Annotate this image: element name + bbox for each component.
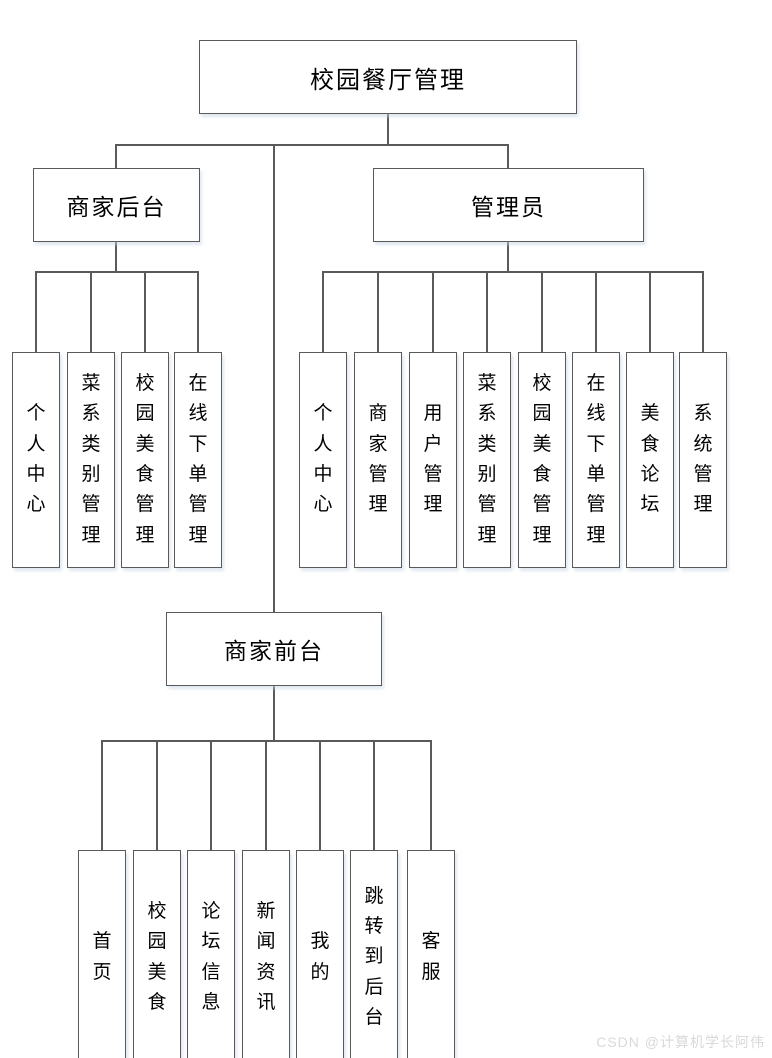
leaf-system-management: 系统管理 — [679, 352, 727, 568]
connector-admin-stub — [377, 271, 379, 352]
connector-frontend-stub — [156, 740, 158, 850]
connector-admin-stub — [649, 271, 651, 352]
node-label: 校园美食 — [147, 900, 167, 1013]
node-label: 系统管理 — [693, 403, 713, 516]
leaf-mine: 我的 — [296, 850, 344, 1058]
connector-backend-down — [115, 241, 117, 272]
leaf-online-order-management: 在线下单管理 — [572, 352, 620, 568]
leaf-campus-food-management: 校园美食管理 — [121, 352, 169, 568]
node-campus-restaurant-management: 校园餐厅管理 — [199, 40, 577, 114]
connector-admin-stub — [322, 271, 324, 352]
connector-backend-stub — [144, 271, 146, 352]
connector-root-down — [387, 114, 389, 145]
connector-admin-stub — [432, 271, 434, 352]
connector-backend-stub — [90, 271, 92, 352]
leaf-campus-food-management: 校园美食管理 — [518, 352, 566, 568]
connector-admin-horizontal — [322, 271, 703, 273]
connector-frontend-stub — [373, 740, 375, 850]
node-label: 校园美食管理 — [135, 372, 155, 546]
leaf-customer-service: 客服 — [407, 850, 455, 1058]
node-label: 商家管理 — [368, 403, 388, 516]
connector-frontend-down — [273, 685, 275, 741]
leaf-food-forum: 美食论坛 — [626, 352, 674, 568]
connector-frontend-stub — [265, 740, 267, 850]
connector-frontend-stub — [101, 740, 103, 850]
leaf-cuisine-category-management: 菜系类别管理 — [463, 352, 511, 568]
connector-admin-stub — [595, 271, 597, 352]
node-label: 在线下单管理 — [188, 372, 208, 546]
connector-admin-stub — [702, 271, 704, 352]
connector-frontend-stub — [430, 740, 432, 850]
connector-admin-down — [507, 241, 509, 272]
connector-admin-stub — [486, 271, 488, 352]
node-label: 商家后台 — [66, 194, 167, 220]
node-merchant-backend: 商家后台 — [33, 168, 200, 242]
leaf-news-info: 新闻资讯 — [242, 850, 290, 1058]
node-label: 管理员 — [471, 194, 546, 220]
node-label: 校园餐厅管理 — [310, 66, 466, 94]
connector-backend-stub — [197, 271, 199, 352]
leaf-forum-info: 论坛信息 — [187, 850, 235, 1058]
node-label: 校园美食管理 — [532, 372, 552, 546]
connector-admin-stub — [541, 271, 543, 352]
node-label: 菜系类别管理 — [81, 372, 101, 546]
node-admin: 管理员 — [373, 168, 644, 242]
node-label: 论坛信息 — [201, 900, 221, 1013]
node-label: 在线下单管理 — [586, 372, 606, 546]
node-label: 新闻资讯 — [256, 900, 276, 1013]
node-label: 商家前台 — [224, 638, 324, 664]
connector-backend-horizontal — [35, 271, 198, 273]
leaf-campus-food: 校园美食 — [133, 850, 181, 1058]
leaf-merchant-management: 商家管理 — [354, 352, 402, 568]
leaf-online-order-management: 在线下单管理 — [174, 352, 222, 568]
leaf-personal-center: 个人中心 — [12, 352, 60, 568]
connector-frontend-stub — [319, 740, 321, 850]
connector-to-admin — [507, 144, 509, 169]
leaf-jump-to-backend: 跳转到后台 — [350, 850, 398, 1058]
node-label: 跳转到后台 — [364, 885, 384, 1029]
node-label: 首页 — [92, 931, 112, 983]
leaf-user-management: 用户管理 — [409, 352, 457, 568]
leaf-personal-center: 个人中心 — [299, 352, 347, 568]
leaf-home: 首页 — [78, 850, 126, 1058]
node-merchant-frontend: 商家前台 — [166, 612, 382, 686]
connector-main-horizontal — [115, 144, 509, 146]
connector-to-merchant-frontend — [273, 144, 275, 613]
node-label: 客服 — [421, 931, 441, 983]
leaf-cuisine-category-management: 菜系类别管理 — [67, 352, 115, 568]
connector-frontend-stub — [210, 740, 212, 850]
connector-to-merchant-backend — [115, 144, 117, 169]
node-label: 美食论坛 — [640, 403, 660, 516]
connector-backend-stub — [35, 271, 37, 352]
node-label: 菜系类别管理 — [477, 372, 497, 546]
csdn-watermark: CSDN @计算机学长阿伟 — [596, 1034, 765, 1050]
node-label: 个人中心 — [313, 403, 333, 516]
node-label: 用户管理 — [423, 403, 443, 516]
node-label: 我的 — [310, 931, 330, 983]
node-label: 个人中心 — [26, 403, 46, 516]
